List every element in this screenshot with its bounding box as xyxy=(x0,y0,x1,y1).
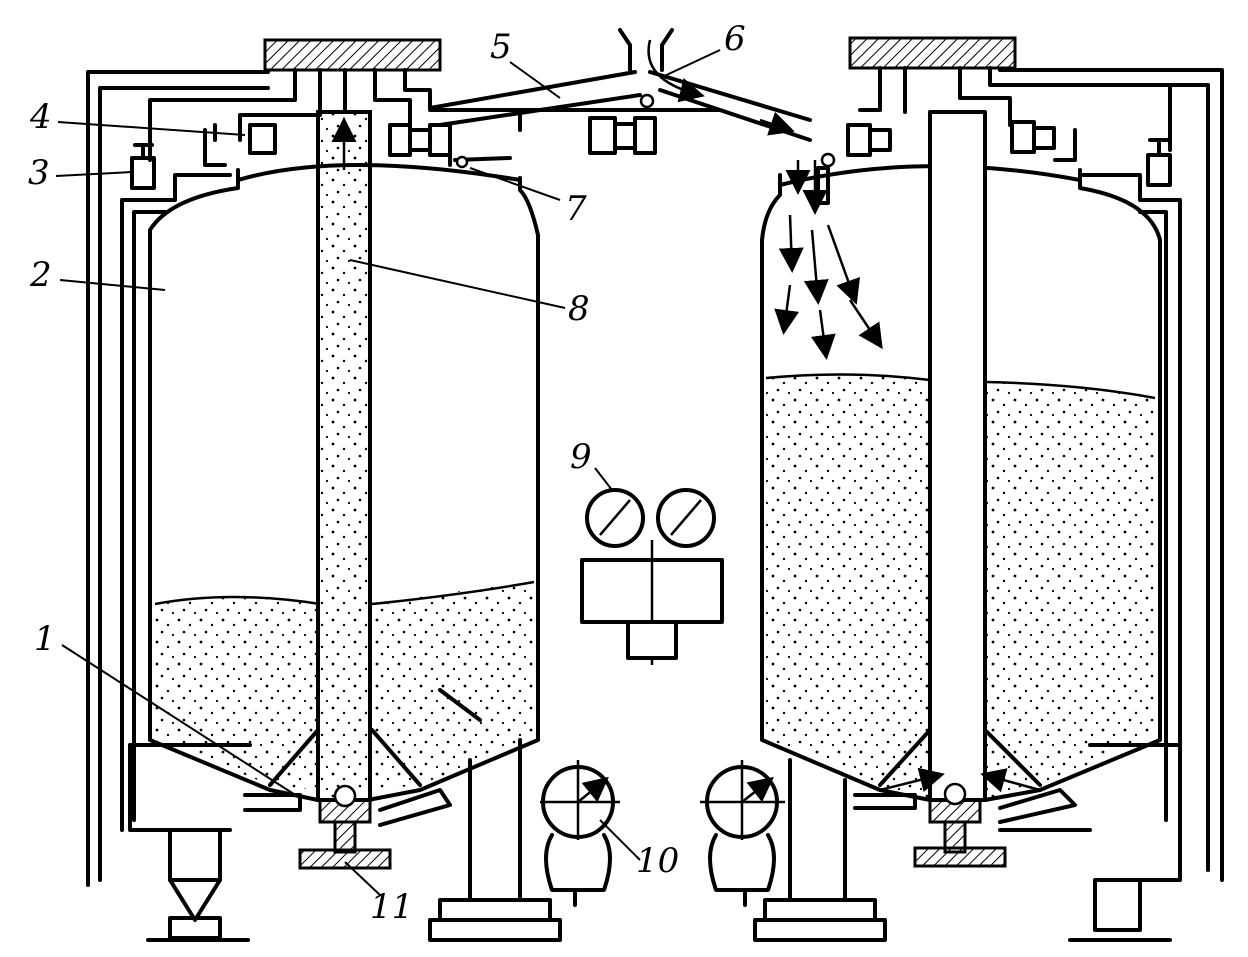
label-11: 11 xyxy=(370,887,413,927)
label-3: 3 xyxy=(28,153,50,193)
label-2: 2 xyxy=(29,255,52,295)
label-8: 8 xyxy=(568,289,590,329)
right-powder-bed xyxy=(766,374,930,800)
right-vessel xyxy=(753,36,1224,942)
center-feed-piping xyxy=(428,28,812,155)
label-5: 5 xyxy=(490,27,512,67)
blower-pair xyxy=(540,760,785,907)
label-7: 7 xyxy=(565,189,587,229)
label-6: 6 xyxy=(724,19,746,59)
label-1: 1 xyxy=(34,619,56,659)
left-lift-tube xyxy=(316,110,372,802)
label-10: 10 xyxy=(636,841,679,881)
leader-lines xyxy=(55,49,721,896)
label-9: 9 xyxy=(570,437,592,477)
label-4: 4 xyxy=(29,97,52,137)
left-powder-bed xyxy=(155,597,320,790)
left-vessel xyxy=(86,38,562,942)
pressure-gauge-panel xyxy=(580,488,724,665)
callout-labels: 1 2 3 4 5 6 7 8 9 10 11 xyxy=(28,19,746,927)
right-lift-tube xyxy=(928,110,987,802)
